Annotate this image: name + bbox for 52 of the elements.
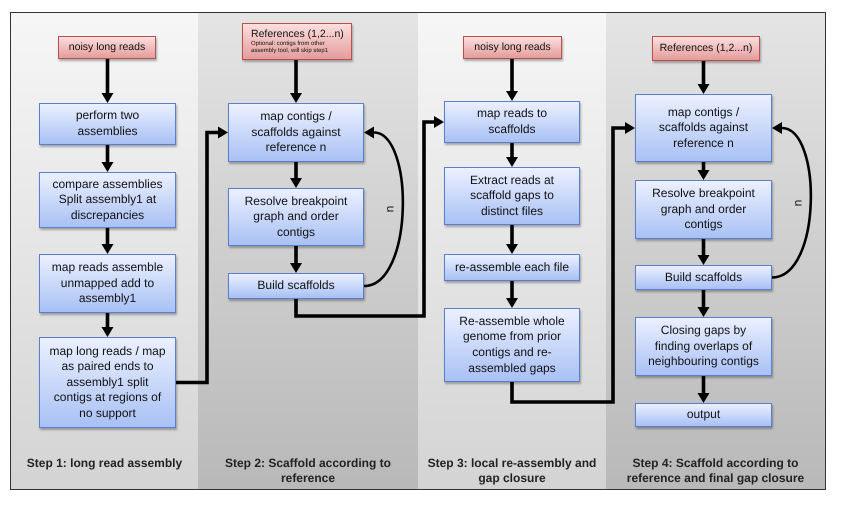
arrow xyxy=(102,145,114,172)
step-panel xyxy=(198,13,418,489)
arrow xyxy=(698,61,710,94)
process-box: Closing gaps by finding overlaps of neighbouring contigs xyxy=(635,317,772,376)
arrow xyxy=(102,59,114,103)
arrow xyxy=(102,313,114,337)
process-box: map contigs / scaffolds against reference n xyxy=(228,103,364,162)
edge-label: n xyxy=(790,199,803,206)
process-box: compare assemblies Split assembly1 at discrepancies xyxy=(39,172,176,228)
process-box: Resolve breakpoint graph and order contigs xyxy=(228,188,364,246)
arrow xyxy=(698,376,710,403)
arrow xyxy=(506,225,518,254)
arrow xyxy=(294,116,444,318)
process-box: map long reads / map as paired ends to assembly1 split contigs at regions of no support xyxy=(39,337,176,428)
arrow xyxy=(510,122,635,404)
input-box xyxy=(242,23,352,60)
arrow xyxy=(506,59,518,101)
process-box: Resolve breakpoint graph and order contigs xyxy=(635,180,772,239)
process-box: Build scaffolds xyxy=(635,265,772,290)
process-box: map contigs / scaffolds against reference n xyxy=(635,94,772,162)
arrow xyxy=(698,162,710,180)
arrow xyxy=(290,60,302,103)
input-box: noisy long reads xyxy=(463,36,562,59)
step-panel xyxy=(11,13,198,489)
edge-label: n xyxy=(382,206,395,213)
step-caption: Step 1: long read assembly xyxy=(26,456,184,471)
arrow xyxy=(506,281,518,308)
process-box: map reads to scaffolds xyxy=(444,101,580,143)
loop-arrow xyxy=(364,126,404,288)
arrow xyxy=(176,126,228,384)
box-title: References (1,2...n) xyxy=(251,28,344,40)
arrow xyxy=(290,246,302,273)
arrow xyxy=(102,228,114,254)
process-box: perform two assemblies xyxy=(39,103,176,145)
arrow xyxy=(698,290,710,317)
process-box: re-assemble each file xyxy=(444,254,580,281)
step-panel xyxy=(606,13,825,489)
arrow xyxy=(506,143,518,167)
process-box: output xyxy=(635,403,772,427)
input-box: noisy long reads xyxy=(58,36,156,59)
loop-arrow xyxy=(772,122,812,279)
step-caption: Step 2: Scaffold according to reference xyxy=(224,456,392,486)
step-caption: Step 3: local re-assembly and gap closure xyxy=(426,456,598,486)
step-panel xyxy=(418,13,606,489)
step-caption: Step 4: Scaffold according to reference and final gap closure xyxy=(626,456,806,486)
process-box: Extract reads at scaffold gaps to distinct files xyxy=(444,167,580,225)
process-box: map reads assemble unmapped add to assembly1 xyxy=(39,254,176,313)
arrow xyxy=(698,239,710,265)
process-box: Re-assemble whole genome from prior contigs and re-assembled gaps xyxy=(444,308,580,382)
input-box: References (1,2...n) xyxy=(652,36,760,61)
arrow xyxy=(290,162,302,188)
process-box: Build scaffolds xyxy=(228,273,364,299)
